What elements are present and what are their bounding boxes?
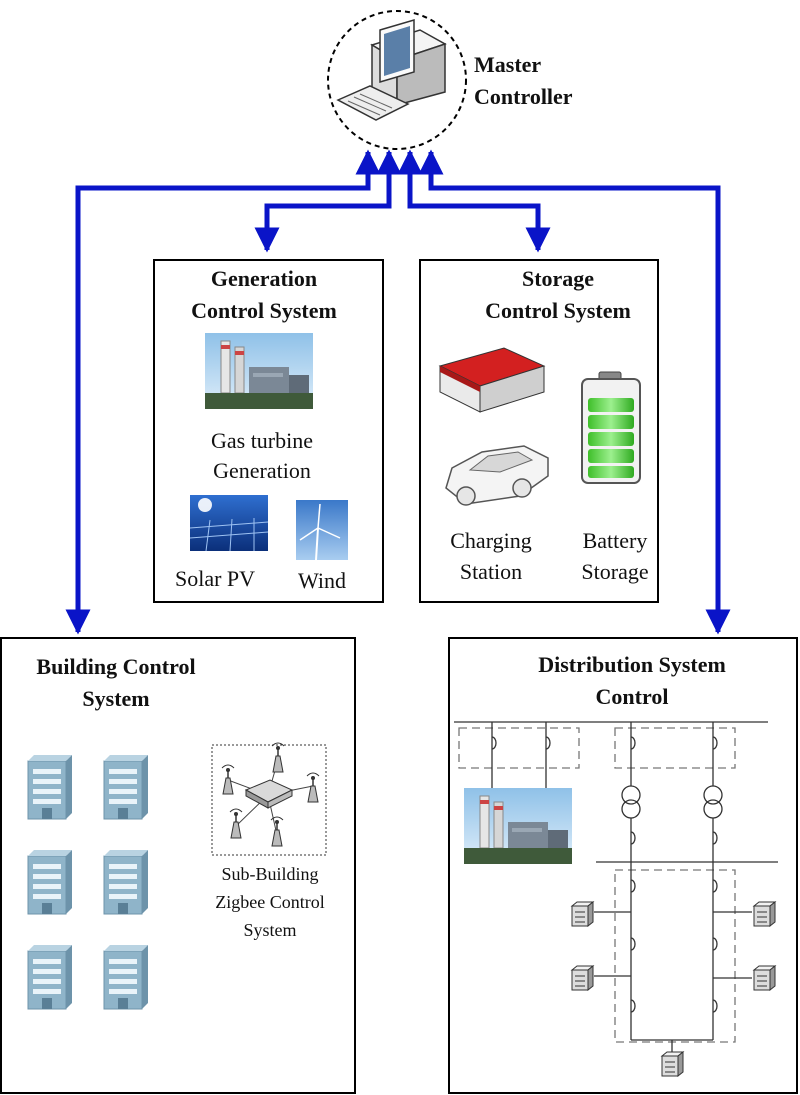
distribution-box: [448, 637, 798, 1094]
smart-meter-icon: [753, 901, 776, 927]
charging-label-line1: Charging: [450, 528, 531, 553]
zigbee-hub-icon: [244, 779, 294, 809]
zigbee-network-diagram: [211, 742, 327, 856]
charging-station-icon: [438, 347, 546, 413]
smart-meter-icon: [571, 901, 594, 927]
master-boundary: [327, 10, 467, 150]
solar-panel-image: [189, 495, 269, 552]
wind-turbine-image: [296, 500, 348, 561]
battery-label-line1: Battery: [583, 528, 648, 553]
generation-title-line1: Generation: [211, 266, 317, 291]
building-icon: [103, 944, 149, 1010]
storage-title-line1: Storage: [522, 266, 594, 291]
master-label-line2: Controller: [474, 84, 573, 109]
zigbee-label-line3: System: [243, 920, 296, 940]
storage-title-line2: Control System: [485, 298, 631, 323]
master-controller: Master Controller: [327, 10, 573, 150]
distribution-title-line2: Control: [596, 684, 669, 709]
building-title-line1: Building Control: [36, 654, 195, 679]
gas-turbine-label-line1: Gas turbine: [211, 428, 313, 453]
smart-meter-icon: [753, 965, 776, 991]
battery-label-line2: Storage: [581, 559, 648, 584]
building-icon: [27, 944, 73, 1010]
solar-pv-label: Solar PV: [175, 566, 255, 591]
building-icon: [27, 849, 73, 915]
building-icon: [103, 754, 149, 820]
distribution-title-line1: Distribution System: [538, 652, 726, 677]
generation-control-panel: Generation Control System Gas turbine Ge…: [153, 259, 384, 603]
electric-car-icon: [445, 445, 549, 506]
building-title-line2: System: [82, 686, 149, 711]
wind-label: Wind: [298, 568, 346, 593]
building-icon: [27, 754, 73, 820]
one-line-diagram: [454, 721, 778, 1054]
building-icon: [103, 849, 149, 915]
storage-control-panel: Storage Control System Charging Station …: [419, 259, 659, 603]
link-master-distribution: [418, 149, 731, 635]
power-plant-image: [463, 787, 573, 865]
zigbee-label-line1: Sub-Building: [221, 864, 318, 884]
gas-turbine-plant-image: [204, 332, 314, 410]
distribution-control-panel: Distribution System Control: [448, 637, 798, 1094]
master-label-line1: Master: [474, 52, 541, 77]
building-control-panel: Building Control System: [0, 637, 356, 1094]
link-master-generation: [254, 149, 402, 253]
computer-icon: [336, 18, 447, 121]
smart-meter-icon: [661, 1051, 684, 1077]
zigbee-label-line2: Zigbee Control: [215, 892, 324, 912]
links: [65, 149, 731, 798]
generation-title-line2: Control System: [191, 298, 337, 323]
gas-turbine-label-line2: Generation: [213, 458, 311, 483]
charging-label-line2: Station: [460, 559, 522, 584]
smart-meter-icon: [571, 965, 594, 991]
battery-icon: [581, 371, 641, 484]
